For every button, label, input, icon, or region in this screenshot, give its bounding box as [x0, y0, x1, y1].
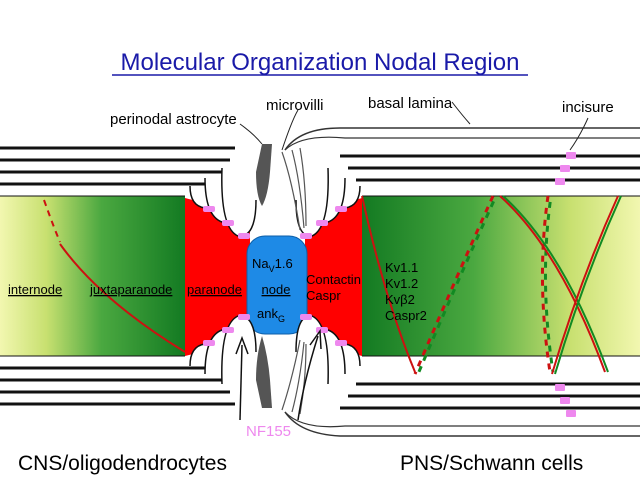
crossing-fiber-1	[499, 195, 606, 373]
cns-myelin-top	[0, 146, 235, 186]
nf155-markers	[203, 206, 347, 346]
label-nf155: NF155	[246, 423, 291, 440]
nf155-arrows	[235, 328, 322, 421]
cns-caspr2-line-dashed	[43, 199, 61, 243]
incisure-markers	[555, 152, 576, 417]
perinodal-astrocyte-process-bottom	[256, 336, 272, 408]
label-contactin: Contactin	[306, 272, 361, 287]
paranode-region-right	[305, 198, 362, 356]
label-nav16: NaV1.6	[252, 256, 293, 274]
label-kv11: Kv1.1	[385, 260, 418, 275]
incisure-line-1-red	[413, 195, 495, 375]
pns-caspr2-line	[361, 195, 416, 373]
label-caspr2: Caspr2	[385, 308, 427, 323]
perinodal-astrocyte-process-top	[256, 144, 272, 206]
crossing-fiber-2	[551, 195, 619, 375]
label-internode: internode	[8, 282, 62, 297]
label-ankg: ankG	[257, 306, 285, 324]
node-region	[246, 235, 308, 335]
label-incisure: incisure	[562, 99, 614, 116]
label-paranode: paranode	[187, 282, 242, 297]
cns-axon-internode	[0, 196, 185, 356]
label-caspr: Caspr	[306, 288, 341, 303]
incisure-line-2-red	[540, 195, 552, 373]
label-pns-schwann-cells: PNS/Schwann cells	[400, 452, 583, 475]
label-perinodal-astrocyte: perinodal astrocyte	[110, 111, 237, 128]
leader-lines	[239, 101, 589, 151]
label-basal-lamina: basal lamina	[368, 95, 453, 112]
label-kvb2: Kvβ2	[385, 292, 415, 307]
cns-caspr2-line	[59, 243, 186, 353]
label-kv12: Kv1.2	[385, 276, 418, 291]
page-title: Molecular Organization Nodal Region	[121, 49, 520, 76]
pns-myelin-bottom	[340, 382, 640, 410]
cns-paranodal-loops	[189, 167, 257, 385]
pns-axon-internode	[362, 196, 640, 356]
label-juxtaparanode: juxtaparanode	[89, 282, 172, 297]
label-microvilli: microvilli	[266, 97, 324, 114]
microvilli	[281, 147, 307, 415]
cns-myelin-bottom	[0, 366, 235, 406]
pns-myelin-top	[340, 154, 640, 182]
label-node: node	[262, 282, 291, 297]
basal-lamina-top	[284, 127, 640, 151]
paranode-region-left	[185, 198, 250, 356]
basal-lamina-bottom	[284, 411, 640, 428]
label-cns-oligodendrocytes: CNS/oligodendrocytes	[18, 452, 227, 475]
